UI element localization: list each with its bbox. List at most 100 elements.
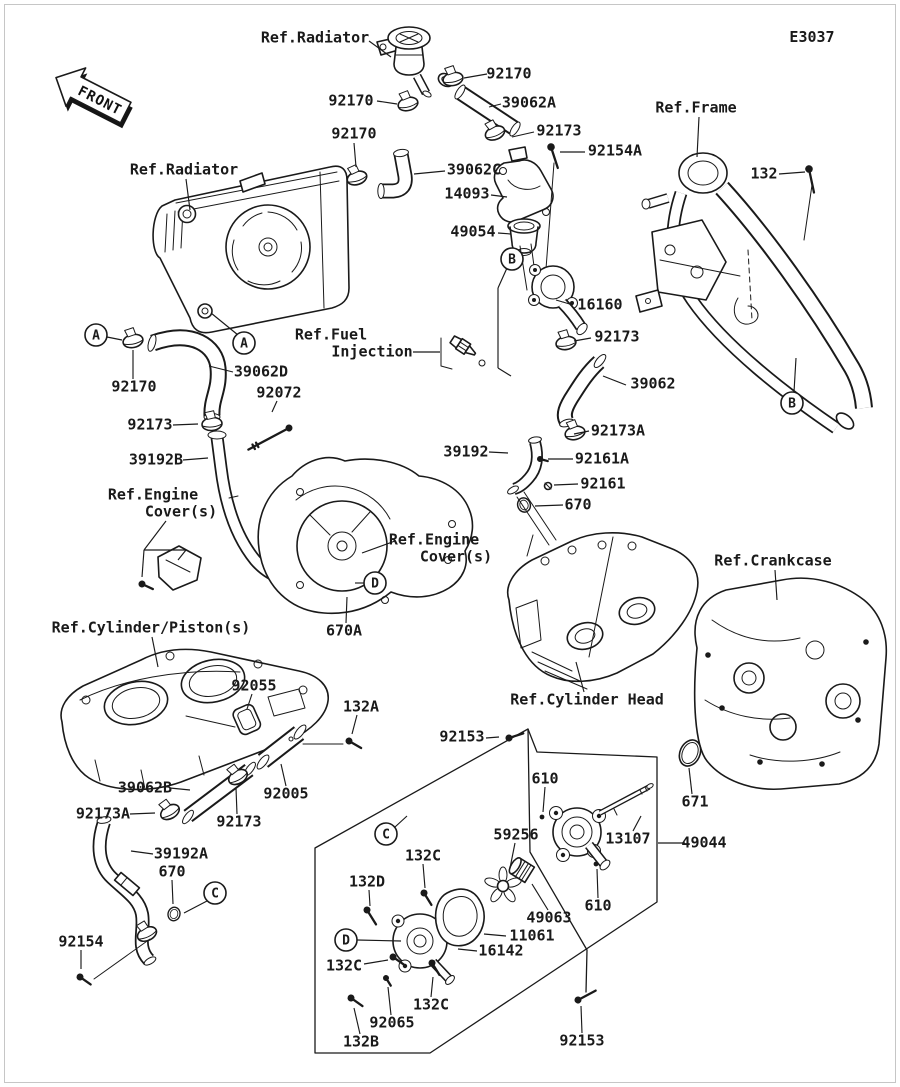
part-label-16142: 16142 bbox=[478, 941, 524, 960]
leader-line bbox=[580, 1005, 583, 1034]
leader-line bbox=[171, 879, 174, 905]
position-marker-c: C bbox=[374, 822, 398, 846]
leader-line bbox=[774, 569, 778, 601]
part-label-92173a: 92173A bbox=[75, 804, 131, 823]
part-label-39062b: 39062B bbox=[117, 778, 173, 797]
part-label-92153: 92153 bbox=[439, 727, 485, 746]
svg-text:B: B bbox=[788, 397, 796, 412]
leader-line bbox=[542, 786, 546, 813]
leader-line bbox=[387, 986, 392, 1016]
leader-line bbox=[129, 812, 156, 815]
position-marker-d: D bbox=[363, 571, 387, 595]
part-label-11061: 11061 bbox=[509, 926, 555, 945]
part-label-671: 671 bbox=[681, 792, 709, 811]
leader-line bbox=[177, 549, 187, 561]
leader-line bbox=[497, 367, 512, 377]
part-label-132c: 132C bbox=[325, 956, 363, 975]
leader-line bbox=[555, 299, 574, 306]
part-label-39192: 39192 bbox=[443, 442, 489, 461]
radiator-cap-drawing bbox=[376, 26, 455, 98]
leader-line bbox=[183, 900, 208, 914]
ref-label-ref-radiator: Ref.Radiator bbox=[260, 28, 370, 47]
leader-line bbox=[280, 763, 287, 787]
ref-label-ref-cylinder-piston-s-: Ref.Cylinder/Piston(s) bbox=[51, 618, 251, 637]
crankcase-drawing bbox=[693, 577, 888, 791]
leader-line bbox=[169, 787, 191, 791]
part-label-16160: 16160 bbox=[577, 295, 623, 314]
leader-line bbox=[485, 736, 500, 739]
part-label-92153: 92153 bbox=[559, 1031, 605, 1050]
leader-line bbox=[413, 170, 446, 175]
engine-cover-drawing bbox=[138, 456, 474, 615]
frame-drawing bbox=[635, 152, 873, 434]
ref-label-cover-s-: Cover(s) bbox=[419, 547, 493, 566]
part-label-39192a: 39192A bbox=[153, 844, 209, 863]
part-label-92065: 92065 bbox=[369, 1013, 415, 1032]
leader-line bbox=[141, 549, 145, 578]
part-label-132c: 132C bbox=[404, 846, 442, 865]
leader-line bbox=[511, 131, 535, 138]
position-marker-a: A bbox=[84, 323, 108, 347]
part-label-49054: 49054 bbox=[450, 222, 496, 241]
part-label-92005: 92005 bbox=[263, 784, 309, 803]
position-marker-b: B bbox=[500, 247, 524, 271]
leader-line bbox=[368, 40, 392, 58]
part-label-132a: 132A bbox=[342, 697, 380, 716]
leader-line bbox=[688, 767, 693, 795]
leader-line bbox=[573, 337, 592, 342]
leader-line bbox=[509, 842, 516, 869]
part-label-132b: 132B bbox=[342, 1032, 380, 1051]
part-label-670: 670 bbox=[158, 862, 186, 881]
ref-label-ref-engine: Ref.Engine bbox=[388, 530, 480, 549]
ref-label-ref-cylinder-head: Ref.Cylinder Head bbox=[510, 690, 664, 709]
leader-line bbox=[246, 693, 253, 710]
part-label-132d: 132D bbox=[348, 872, 386, 891]
position-marker-b: B bbox=[780, 391, 804, 415]
part-label-92170: 92170 bbox=[328, 91, 374, 110]
part-label-670a: 670A bbox=[325, 621, 363, 640]
leader-line bbox=[632, 815, 642, 832]
leader-line bbox=[361, 540, 396, 554]
leader-line bbox=[356, 939, 402, 942]
part-label-13107: 13107 bbox=[605, 829, 651, 848]
leader-line bbox=[106, 336, 123, 341]
part-label-610: 610 bbox=[584, 896, 612, 915]
leader-line bbox=[208, 365, 234, 373]
part-label-39062: 39062 bbox=[630, 374, 676, 393]
ref-label-ref-fuel: Ref.Fuel bbox=[294, 325, 368, 344]
leader-line bbox=[497, 267, 508, 289]
water-pump-group-drawing bbox=[314, 728, 702, 1054]
leader-line bbox=[573, 430, 590, 435]
svg-text:C: C bbox=[382, 828, 390, 843]
leader-line bbox=[488, 103, 502, 108]
leader-line bbox=[575, 661, 585, 693]
front-arrow: FRONT bbox=[55, 67, 133, 129]
leader-line bbox=[210, 312, 239, 336]
leader-line bbox=[353, 1007, 361, 1035]
leader-line bbox=[596, 868, 599, 899]
part-label-14093: 14093 bbox=[444, 184, 490, 203]
part-label-92154a: 92154A bbox=[587, 141, 643, 160]
leader-line bbox=[696, 116, 700, 158]
part-label-92161a: 92161A bbox=[574, 449, 630, 468]
leader-line bbox=[534, 504, 564, 507]
part-label-132: 132 bbox=[750, 164, 778, 183]
part-label-92170: 92170 bbox=[331, 124, 377, 143]
leader-line bbox=[602, 375, 627, 386]
leader-line bbox=[793, 357, 797, 393]
leader-line bbox=[363, 959, 389, 965]
part-label-92154: 92154 bbox=[58, 932, 104, 951]
part-label-39062c: 39062C bbox=[446, 160, 502, 179]
svg-text:A: A bbox=[92, 329, 100, 344]
part-label-49044: 49044 bbox=[681, 833, 727, 852]
leader-line bbox=[353, 142, 357, 168]
position-marker-d: D bbox=[334, 928, 358, 952]
leader-line bbox=[172, 423, 199, 426]
position-marker-a: A bbox=[232, 331, 256, 355]
leader-line bbox=[185, 178, 191, 211]
ref-label-injection: Injection bbox=[331, 342, 413, 361]
part-label-39192b: 39192B bbox=[128, 450, 184, 469]
svg-text:B: B bbox=[508, 253, 516, 268]
part-label-59256: 59256 bbox=[493, 825, 539, 844]
